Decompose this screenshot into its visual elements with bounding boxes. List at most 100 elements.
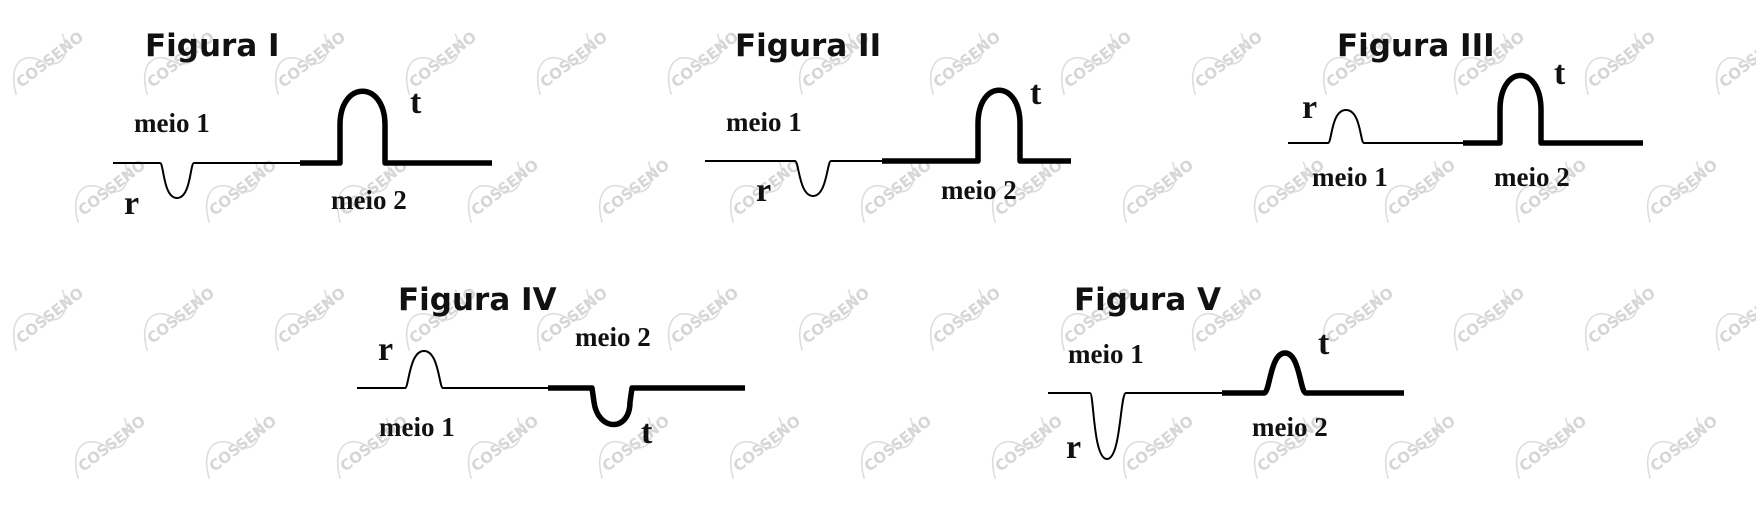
- figure-3-string-medium-2: [1463, 72, 1643, 146]
- watermark-curl-icon: [12, 289, 67, 351]
- figure-3-medium-1-label: meio 1: [1312, 162, 1388, 192]
- watermark-text: COSSENO: [1454, 284, 1528, 348]
- watermark-logo: COSSENO: [1122, 412, 1197, 479]
- watermark-text: COSSENO: [930, 28, 1004, 92]
- watermark-curl-icon: [798, 289, 853, 351]
- watermark-curl-icon: [1122, 417, 1177, 479]
- watermark-text: COSSENO: [668, 28, 742, 92]
- watermark-curl-icon: [467, 417, 522, 479]
- watermark-curl-icon: [598, 161, 653, 223]
- figure-2-reflected-label: r: [756, 172, 771, 209]
- watermark-text: COSSENO: [1647, 156, 1721, 220]
- watermark-curl-icon: [143, 33, 198, 95]
- watermark-curl-icon: [74, 417, 129, 479]
- watermark-logo: COSSENO: [1060, 28, 1135, 95]
- watermark-curl-icon: [467, 161, 522, 223]
- figure-4-transmitted-label: t: [641, 414, 653, 451]
- watermark-layer: COSSENO COSSENO COSSENO COSSENO COSSENO COSSE…: [12, 28, 1756, 479]
- watermark-curl-icon: [1191, 33, 1246, 95]
- watermark-curl-icon: [1715, 33, 1756, 95]
- figure-2-medium-1-label: meio 1: [726, 107, 802, 137]
- watermark-logo: COSSENO: [1584, 284, 1659, 351]
- figure-3-reflected-label: r: [1302, 89, 1317, 126]
- watermark-logo: COSSENO: [536, 28, 611, 95]
- watermark-curl-icon: [1584, 33, 1639, 95]
- figure-4-title: Figura IV: [398, 282, 557, 318]
- watermark-curl-icon: [336, 161, 391, 223]
- watermark-curl-icon: [860, 161, 915, 223]
- watermark-text: COSSENO: [861, 412, 935, 476]
- figure-5-medium-1-label: meio 1: [1068, 339, 1144, 369]
- figure-4-reflected-label: r: [378, 331, 393, 368]
- figure-5-reflected-label: r: [1066, 429, 1081, 466]
- watermark-curl-icon: [1253, 161, 1308, 223]
- watermark-curl-icon: [1384, 417, 1439, 479]
- watermark-curl-icon: [405, 33, 460, 95]
- watermark-text: COSSENO: [1385, 156, 1459, 220]
- watermark-curl-icon: [1646, 417, 1701, 479]
- watermark-text: COSSENO: [992, 412, 1066, 476]
- figure-1-string-medium-1: [113, 162, 300, 199]
- figure-4-string-medium-2: [548, 385, 745, 428]
- watermark-curl-icon: [991, 161, 1046, 223]
- watermark-curl-icon: [536, 33, 591, 95]
- figure-1-transmitted-label: t: [410, 84, 422, 121]
- watermark-curl-icon: [12, 33, 67, 95]
- watermark-text: COSSENO: [537, 28, 611, 92]
- watermark-logo: COSSENO: [860, 412, 935, 479]
- watermark-text: COSSENO: [1716, 284, 1756, 348]
- watermark-text: COSSENO: [144, 284, 218, 348]
- watermark-text: COSSENO: [730, 412, 804, 476]
- watermark-text: COSSENO: [75, 412, 149, 476]
- watermark-logo: COSSENO: [206, 412, 280, 479]
- figure-4-medium-1-label: meio 1: [379, 412, 455, 442]
- watermark-logo: COSSENO: [1453, 284, 1528, 351]
- figure-3-title: Figura III: [1337, 28, 1495, 64]
- watermark-curl-icon: [1253, 417, 1308, 479]
- figure-1-string-medium-2: [300, 88, 492, 166]
- figure-2-string-medium-2: [882, 87, 1071, 164]
- figure-3-transmitted-label: t: [1554, 55, 1566, 92]
- watermark-logo: COSSENO: [668, 284, 742, 351]
- watermark-text: COSSENO: [1585, 284, 1659, 348]
- figure-4-medium-2-label: meio 2: [575, 322, 651, 352]
- watermark-curl-icon: [729, 161, 784, 223]
- watermark-curl-icon: [667, 33, 722, 95]
- watermark-text: COSSENO: [930, 284, 1004, 348]
- watermark-logo: COSSENO: [467, 412, 542, 479]
- watermark-logo: COSSENO: [1584, 28, 1659, 95]
- watermark-logo: COSSENO: [1646, 412, 1721, 479]
- watermark-text: COSSENO: [1323, 284, 1397, 348]
- watermark-text: COSSENO: [1385, 412, 1459, 476]
- watermark-logo: COSSENO: [12, 28, 87, 95]
- watermark-curl-icon: [1122, 161, 1177, 223]
- watermark-curl-icon: [1584, 289, 1639, 351]
- watermark-logo: COSSENO: [74, 412, 149, 479]
- watermark-text: COSSENO: [275, 28, 349, 92]
- watermark-text: COSSENO: [275, 284, 349, 348]
- watermark-logo: COSSENO: [730, 412, 804, 479]
- watermark-curl-icon: [1515, 417, 1570, 479]
- watermark-text: COSSENO: [13, 284, 87, 348]
- watermark-text: COSSENO: [1123, 156, 1197, 220]
- watermark-curl-icon: [1060, 33, 1115, 95]
- figure-1-title: Figura I: [145, 28, 280, 64]
- figure-2-medium-2-label: meio 2: [941, 175, 1017, 205]
- figure-2-title: Figura II: [735, 28, 881, 64]
- watermark-logo: COSSENO: [929, 28, 1004, 95]
- watermark-curl-icon: [1453, 289, 1508, 351]
- watermark-logo: COSSENO: [206, 156, 280, 223]
- watermark-curl-icon: [929, 33, 984, 95]
- watermark-curl-icon: [274, 33, 329, 95]
- watermark-text: COSSENO: [599, 156, 673, 220]
- watermark-text: COSSENO: [1716, 28, 1756, 92]
- watermark-curl-icon: [1322, 289, 1377, 351]
- watermark-curl-icon: [536, 289, 591, 351]
- watermark-curl-icon: [860, 417, 915, 479]
- figure-4: Figura IV r meio 1 meio 2 t: [357, 282, 745, 451]
- watermark-curl-icon: [74, 161, 129, 223]
- watermark-curl-icon: [405, 289, 460, 351]
- figure-3-string-medium-1: [1288, 109, 1463, 144]
- watermark-curl-icon: [991, 417, 1046, 479]
